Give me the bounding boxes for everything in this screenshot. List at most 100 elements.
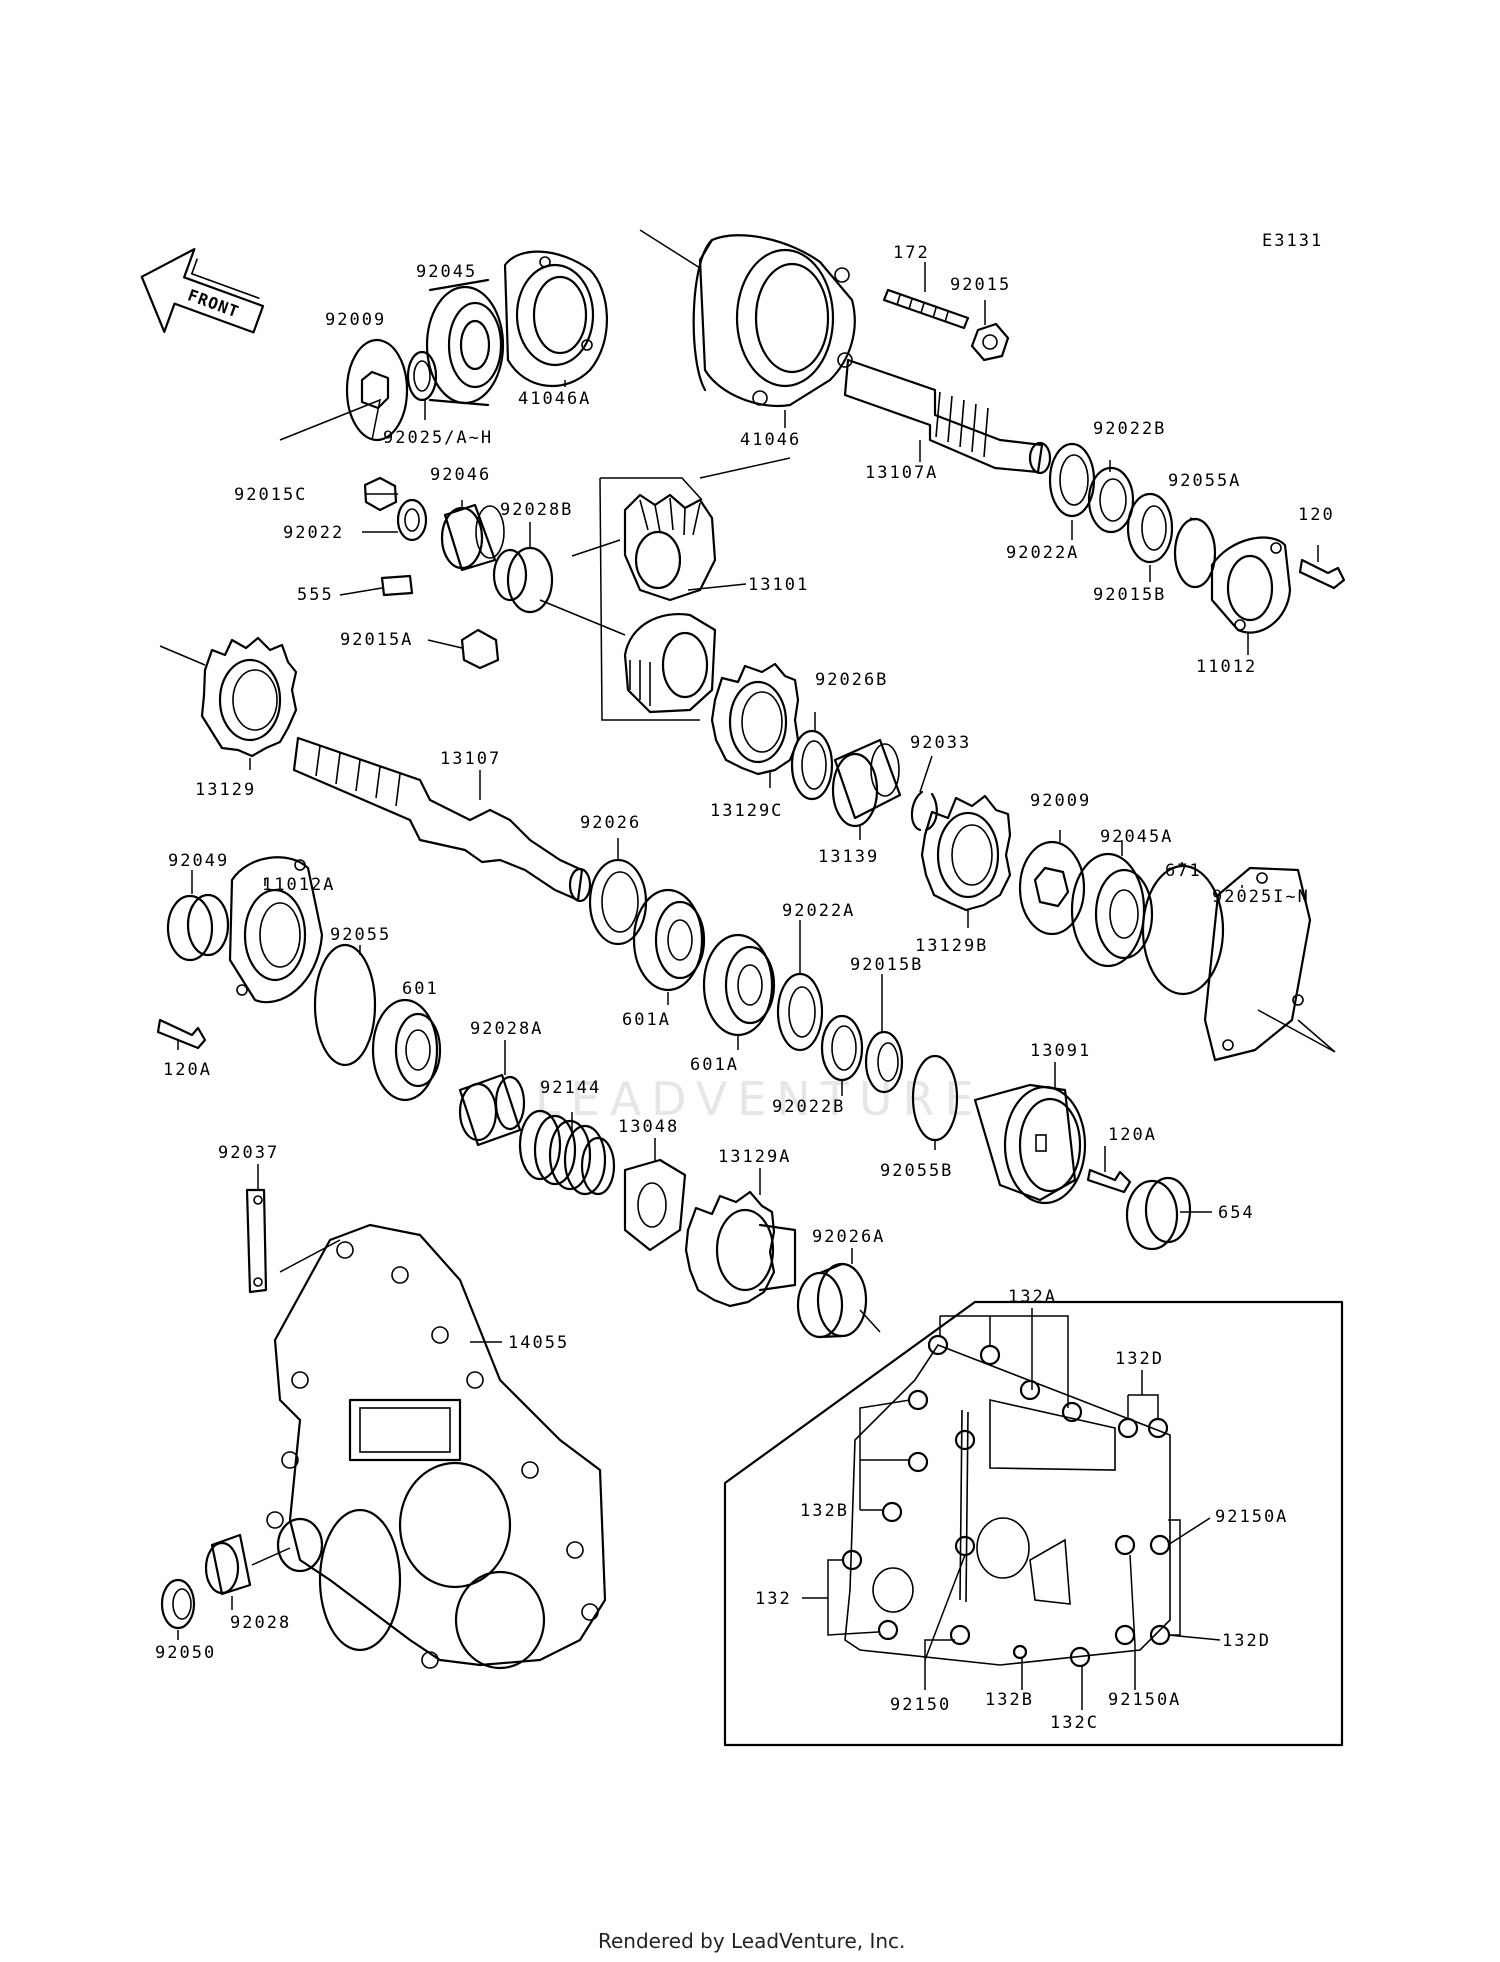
label-92025IN: 92025I~N — [1212, 887, 1310, 907]
part-92028B-collar — [492, 546, 554, 614]
front-arrow-icon: FRONT — [140, 248, 265, 334]
label-92022B-top: 92022B — [1093, 419, 1166, 439]
front-arrow-label: FRONT — [185, 285, 241, 321]
leader-41046-left — [639, 229, 701, 269]
part-13091-drum — [973, 1083, 1087, 1205]
part-92015-nut — [970, 322, 1010, 362]
label-92026A: 92026A — [812, 1227, 885, 1247]
part-92015B-nut-top — [1126, 492, 1174, 564]
label-92009: 92009 — [325, 310, 386, 330]
label-13107: 13107 — [440, 749, 501, 769]
part-92015C-nut — [363, 476, 398, 512]
label-11012A: 11012A — [262, 875, 335, 895]
part-92022-washer — [396, 498, 428, 542]
part-92026A-collar — [796, 1262, 868, 1339]
label-120: 120 — [1298, 505, 1335, 525]
part-41046A-housing — [503, 250, 609, 388]
part-555-pin — [380, 574, 414, 597]
inset-case-outline — [844, 1344, 1171, 1666]
part-92055A-oring — [1173, 517, 1217, 589]
label-120A-right: 120A — [1108, 1125, 1157, 1145]
label-132D-right: 132D — [1222, 1631, 1271, 1651]
part-92050-seal — [160, 1578, 196, 1630]
callout-labels: 92045 92009 41046A 92025/A~H 41046 172 9… — [155, 243, 1335, 1733]
part-13139-sleeve — [831, 738, 902, 828]
label-92022: 92022 — [283, 523, 344, 543]
label-92015B-mid: 92015B — [850, 955, 923, 975]
label-92022B-mid: 92022B — [772, 1097, 845, 1117]
label-92045: 92045 — [416, 262, 477, 282]
label-92055B: 92055B — [880, 1161, 953, 1181]
diagram-code: E3131 — [1262, 231, 1323, 251]
part-13129B-gear — [920, 794, 1012, 912]
part-14055-case — [266, 1223, 607, 1670]
part-13101-bevel-gear-set — [623, 493, 717, 714]
label-92150A-top: 92150A — [1215, 1507, 1288, 1527]
inset-leaders — [802, 1308, 1221, 1710]
label-14055: 14055 — [508, 1333, 569, 1353]
label-13129C: 13129C — [710, 801, 783, 821]
label-132B-bottom: 132B — [985, 1690, 1034, 1710]
part-601A-bearing-2 — [702, 933, 776, 1037]
label-132C: 132C — [1050, 1713, 1099, 1733]
part-92046-collar — [440, 503, 505, 572]
label-13091: 13091 — [1030, 1041, 1091, 1061]
label-11012: 11012 — [1196, 657, 1257, 677]
label-92055: 92055 — [330, 925, 391, 945]
footer-credit: Rendered by LeadVenture, Inc. — [598, 1929, 905, 1953]
part-11012-cover — [1210, 536, 1292, 634]
label-92046: 92046 — [430, 465, 491, 485]
label-132A: 132A — [1008, 1287, 1057, 1307]
label-92144: 92144 — [540, 1078, 601, 1098]
part-92045A-bearing — [1070, 852, 1154, 968]
label-92009-mid: 92009 — [1030, 791, 1091, 811]
part-13048-dog — [623, 1158, 687, 1252]
part-13129A-gear — [684, 1190, 797, 1308]
label-132: 132 — [755, 1589, 792, 1609]
part-11012A-cover — [228, 856, 324, 1004]
label-92028: 92028 — [230, 1613, 291, 1633]
label-13101: 13101 — [748, 575, 809, 595]
part-92025-shim — [406, 350, 438, 402]
bracket-13101 — [599, 477, 703, 721]
part-13129C-gear — [710, 662, 800, 776]
part-92015B-nut-mid — [864, 1030, 904, 1094]
label-92015: 92015 — [950, 275, 1011, 295]
label-92045A: 92045A — [1100, 827, 1173, 847]
part-92009-washer-mid — [1018, 840, 1086, 936]
label-41046A: 41046A — [518, 389, 591, 409]
label-13129B: 13129B — [915, 936, 988, 956]
part-41046-housing — [692, 234, 856, 407]
part-601-bearing — [371, 998, 442, 1102]
part-13107A-shaft — [843, 358, 1052, 475]
part-92037-strap — [245, 1188, 268, 1294]
part-92022B-ring-top — [1087, 466, 1135, 534]
part-120A-bolt-right — [1086, 1168, 1132, 1194]
label-92150A-bottom: 92150A — [1108, 1690, 1181, 1710]
label-13048: 13048 — [618, 1117, 679, 1137]
part-92055-oring — [313, 943, 377, 1067]
label-92033: 92033 — [910, 733, 971, 753]
part-654-seal — [1125, 1176, 1192, 1251]
inset-bolt-layout-box — [723, 1300, 1344, 1747]
label-13139: 13139 — [818, 847, 879, 867]
label-555: 555 — [297, 585, 334, 605]
part-120A-bolt-left — [156, 1018, 207, 1050]
leader-lines — [177, 262, 1319, 1640]
label-601A-2: 601A — [690, 1055, 739, 1075]
inset-bolt-holes — [841, 1334, 1171, 1668]
part-92026B-washer — [790, 729, 834, 801]
label-601A-1: 601A — [622, 1010, 671, 1030]
label-92055A: 92055A — [1168, 471, 1241, 491]
part-671-oring — [1141, 864, 1225, 996]
part-92009-washer — [345, 338, 409, 442]
part-120-bolt — [1298, 558, 1346, 590]
label-92025AH: 92025/A~H — [383, 428, 493, 448]
label-92022A-top: 92022A — [1006, 543, 1079, 563]
label-601: 601 — [402, 979, 439, 999]
label-13107A: 13107A — [865, 463, 938, 483]
part-92025IN-gasket — [1203, 866, 1312, 1062]
part-92045-bearing — [425, 278, 505, 407]
label-132B-left: 132B — [800, 1501, 849, 1521]
